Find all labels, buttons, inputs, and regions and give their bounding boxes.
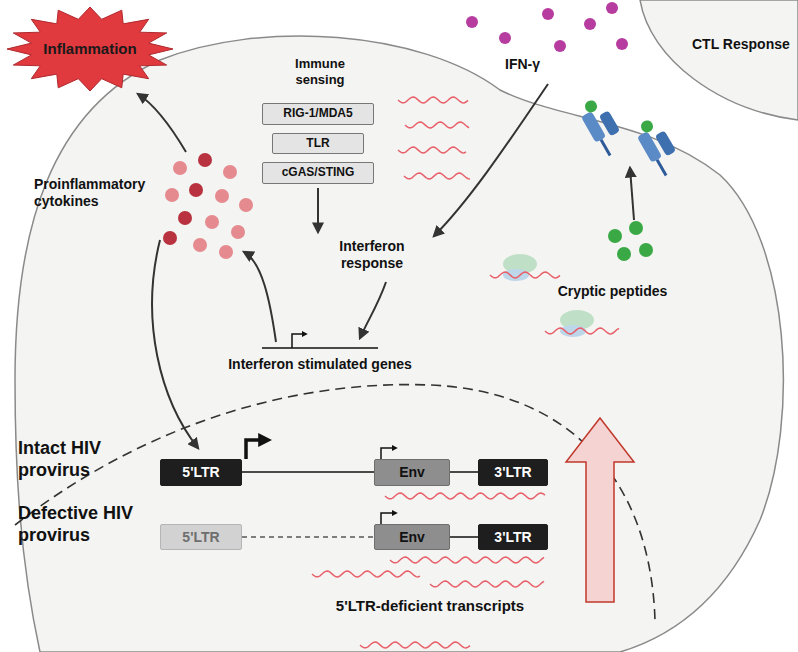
nuclear-envelope (15, 385, 655, 620)
sensor-box: RIG-1/MDA5 (262, 103, 374, 125)
cytokine (231, 225, 245, 239)
starburst-shape (7, 7, 173, 91)
cryptic-peptide (608, 229, 622, 243)
mhc-receptor (576, 95, 628, 159)
peptide (639, 118, 655, 134)
molecule-label: Cryptic peptides (545, 283, 680, 300)
deleted-ltr-box: 5'LTR (160, 524, 242, 550)
transcript-label: 5'LTR-deficient transcripts (330, 597, 530, 615)
cryptic-peptide (617, 247, 631, 261)
ribosome-subunit (560, 325, 586, 337)
receptor-stem (601, 140, 610, 156)
ifn-gamma (542, 8, 554, 20)
process-arrow (152, 240, 198, 448)
t-cell-outline (640, 0, 798, 120)
molecule-label: IFN-γ (505, 56, 575, 73)
hiv-transcript (385, 493, 545, 499)
promoter-arrow (381, 448, 396, 459)
ltr-box: 3'LTR (478, 459, 548, 486)
ifn-gamma (584, 18, 596, 30)
process-arrow (138, 94, 186, 152)
gene-box: Env (374, 459, 450, 486)
mhc-chain (655, 130, 677, 156)
cell-label: CTL Response (692, 36, 792, 53)
cytokine (173, 161, 187, 175)
process-arrow (360, 282, 386, 338)
cytokine (178, 211, 192, 225)
promoter-arrow (381, 513, 396, 524)
node-label: Inflammation (43, 40, 136, 57)
process-arrow (317, 188, 319, 232)
cytokine (198, 153, 212, 167)
cytokine (189, 183, 203, 197)
viral-rna (398, 97, 468, 103)
viral-rna (405, 122, 469, 128)
translation-arrow (566, 418, 634, 602)
viral-rna (398, 147, 466, 153)
defective-transcript (390, 557, 544, 563)
cytokine (165, 188, 179, 202)
process-arrow (630, 168, 634, 220)
viral-rna (404, 173, 470, 179)
section-label: Immune sensing (278, 56, 362, 87)
mhc-chain (599, 110, 621, 136)
ltr-box: 3'LTR (478, 524, 548, 550)
defective-transcript (430, 581, 544, 587)
cytokine (223, 165, 237, 179)
ifn-gamma (554, 40, 566, 52)
cytokine (205, 215, 219, 229)
gene-line (262, 347, 378, 349)
cytokine (193, 238, 207, 252)
defective-transcript (312, 571, 420, 577)
node-label: TLR (306, 137, 329, 151)
node-label: cGAS/STING (282, 166, 355, 180)
promoter-arrow (246, 440, 268, 459)
node-label: RIG-1/MDA5 (283, 107, 352, 121)
cytokine (215, 189, 229, 203)
ifn-gamma (499, 32, 511, 44)
node-label: 5'LTR (182, 529, 219, 545)
cytokine (239, 198, 253, 212)
cryptic-peptide (629, 221, 643, 235)
node-label: 3'LTR (494, 529, 531, 545)
node-label: 3'LTR (494, 464, 531, 480)
sensor-box: cGAS/STING (262, 162, 374, 184)
node-label: Env (399, 464, 425, 480)
gene-box: Env (374, 524, 450, 550)
mrna (490, 272, 560, 278)
gene-label: Interferon stimulated genes (200, 356, 440, 373)
cytokine (219, 245, 233, 259)
provirus-label: Intact HIV provirus (18, 438, 148, 481)
peptide (583, 98, 599, 114)
molecule-label: Proinflammatory cytokines (34, 176, 169, 210)
node-label: 5'LTR (182, 464, 219, 480)
sensor-box: TLR (272, 133, 364, 154)
cytokine (163, 231, 177, 245)
defective-transcript (360, 642, 470, 648)
inflammation-burst: Inflammation (5, 5, 175, 93)
ltr-box: 5'LTR (160, 459, 242, 486)
ribosome-subunit (503, 269, 529, 281)
process-arrow (434, 84, 548, 236)
node-label: Env (399, 529, 425, 545)
ifn-gamma (606, 2, 618, 14)
cryptic-peptide (639, 243, 653, 257)
process-label: Interferon response (316, 238, 428, 272)
process-arrow (244, 252, 276, 342)
cell-outline (15, 36, 783, 652)
mrna (545, 328, 619, 334)
receptor-stem (657, 160, 666, 176)
ifn-gamma (466, 16, 478, 28)
deletion-line (242, 536, 374, 538)
ifn-gamma (616, 38, 628, 50)
provirus-label: Defective HIV provirus (18, 503, 158, 546)
promoter-arrow (292, 334, 306, 348)
mhc-receptor (632, 115, 684, 179)
